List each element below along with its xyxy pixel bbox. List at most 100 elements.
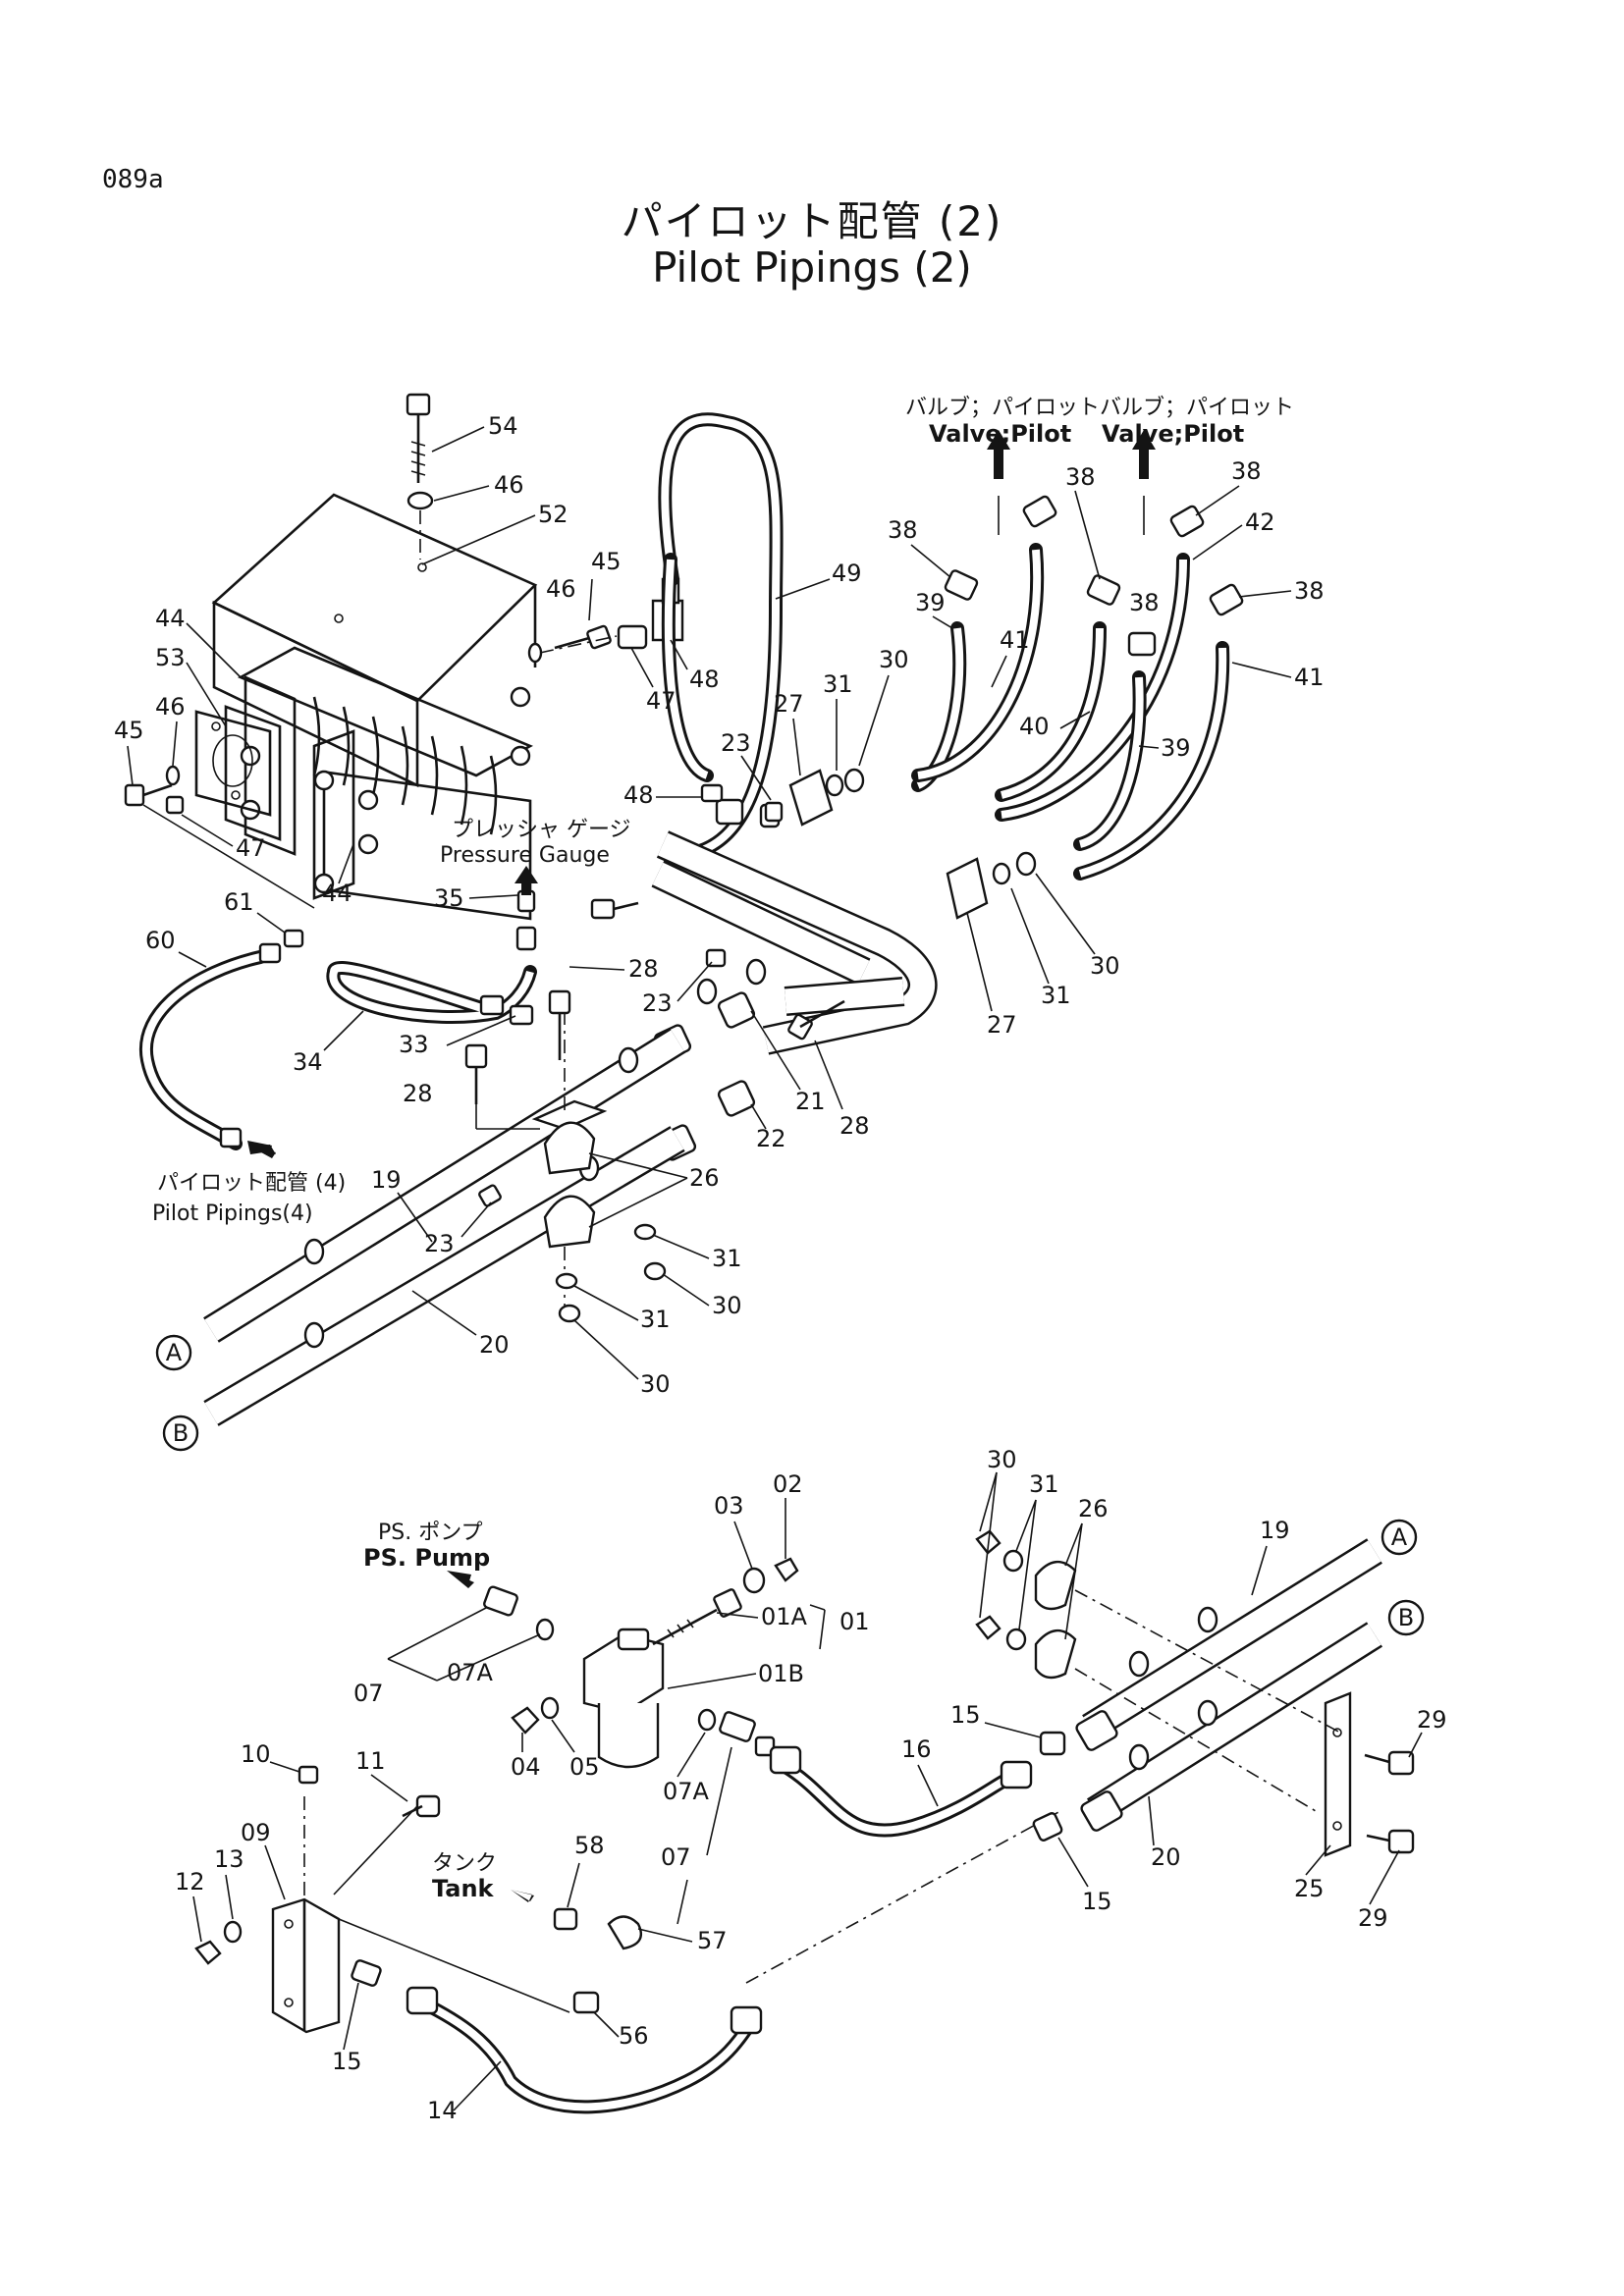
callout-label: 53 bbox=[155, 644, 186, 671]
bolt-45-right bbox=[527, 624, 612, 664]
callout-label: 38 bbox=[1065, 463, 1096, 491]
valve-pilot-en-label-1: Valve;Pilot bbox=[929, 420, 1071, 448]
bolt-45-left bbox=[124, 765, 315, 909]
pilot-hose-60 bbox=[138, 929, 304, 1158]
callout-label: 03 bbox=[714, 1492, 744, 1520]
callout-label: 41 bbox=[1294, 664, 1325, 691]
plate-53 bbox=[194, 710, 272, 817]
lower-assembly-center-lines bbox=[745, 1589, 1341, 1984]
callout-label: 07 bbox=[661, 1843, 691, 1871]
bolts-29 bbox=[1364, 1750, 1415, 1854]
callout-label: 23 bbox=[424, 1230, 455, 1257]
callout-label: 07A bbox=[663, 1778, 710, 1805]
pipe-stubs-lower bbox=[1128, 1606, 1218, 1771]
callout-label: 49 bbox=[832, 560, 862, 587]
callout-label: 12 bbox=[175, 1868, 205, 1896]
valve-block-44 bbox=[224, 646, 534, 921]
callout-label: 30 bbox=[640, 1370, 671, 1398]
circle-marker-b-lower: B bbox=[1387, 1599, 1425, 1636]
callout-label: 15 bbox=[332, 2048, 362, 2075]
hose-49 bbox=[658, 412, 784, 861]
callout-label: 04 bbox=[511, 1753, 541, 1781]
callout-label: 38 bbox=[888, 516, 918, 544]
callout-label: 57 bbox=[697, 1927, 728, 1954]
callout-label: 30 bbox=[712, 1292, 742, 1319]
callout-label: 27 bbox=[987, 1011, 1017, 1039]
callout-label: 02 bbox=[773, 1470, 803, 1498]
pressure-gauge-jp-label: プレッシャ ゲージ bbox=[452, 818, 631, 842]
callout-label: 22 bbox=[756, 1125, 786, 1152]
callout-label: 30 bbox=[987, 1446, 1017, 1473]
callout-label: 58 bbox=[574, 1832, 605, 1859]
pressure-gauge-en-label: Pressure Gauge bbox=[440, 843, 610, 868]
callout-label: 47 bbox=[236, 834, 266, 862]
callout-label: 29 bbox=[1358, 1904, 1388, 1932]
callout-label: 09 bbox=[241, 1819, 271, 1846]
callout-label: 31 bbox=[1041, 982, 1071, 1009]
circle-label-a-upper: A bbox=[166, 1339, 183, 1366]
valve-pilot-en-label-2: Valve;Pilot bbox=[1102, 420, 1244, 448]
callout-label: 33 bbox=[399, 1031, 429, 1058]
callout-label: 42 bbox=[1245, 508, 1275, 536]
page-title-english: Pilot Pipings (2) bbox=[652, 243, 972, 292]
callout-label: 07 bbox=[353, 1680, 384, 1707]
callout-label: 38 bbox=[1294, 577, 1325, 605]
callout-label: 23 bbox=[642, 989, 673, 1017]
callout-label: 19 bbox=[1260, 1517, 1290, 1544]
bracket-25 bbox=[1324, 1691, 1352, 1857]
callout-label: 07A bbox=[447, 1659, 494, 1686]
callout-label: 48 bbox=[623, 781, 654, 809]
callout-label: 29 bbox=[1417, 1706, 1447, 1734]
callout-label: 05 bbox=[569, 1753, 600, 1781]
pipe-20-upper bbox=[203, 1126, 685, 1426]
callout-labels: 54 46 52 45 46 44 53 46 45 47 44 47 48 4… bbox=[114, 412, 1447, 2124]
callout-label: 20 bbox=[479, 1331, 510, 1359]
valve-pilot-jp-label-1: バルブ；パイロット bbox=[905, 396, 1100, 420]
block-09 bbox=[194, 1765, 570, 2034]
callout-label: 61 bbox=[224, 888, 254, 916]
pipe-19-upper bbox=[203, 1028, 685, 1343]
callout-label: 31 bbox=[1029, 1470, 1059, 1498]
pilot-pipings4-en-label: Pilot Pipings(4) bbox=[152, 1201, 313, 1226]
callout-label: 15 bbox=[950, 1701, 981, 1729]
pipe-19-lower bbox=[1075, 1538, 1382, 1751]
circle-marker-a-lower: A bbox=[1380, 1519, 1418, 1556]
callout-label: 31 bbox=[823, 670, 853, 698]
connector-07-filter bbox=[697, 1708, 776, 1757]
circle-label-b-lower: B bbox=[1398, 1604, 1414, 1631]
bolts-23 bbox=[478, 801, 784, 1207]
callout-label: 45 bbox=[114, 717, 144, 744]
pilot-pipings4-jp-label: パイロット配管 (4) bbox=[157, 1171, 346, 1196]
callout-label: 23 bbox=[721, 729, 751, 757]
nut-washer-04-05 bbox=[511, 1696, 560, 1735]
callout-label: 46 bbox=[546, 575, 576, 603]
hose-14 bbox=[406, 1986, 763, 2114]
elbow-48-lower bbox=[700, 783, 744, 826]
circle-label-b-upper: B bbox=[173, 1419, 189, 1447]
callout-label: 01B bbox=[758, 1660, 804, 1687]
callout-label: 46 bbox=[155, 693, 186, 721]
callout-label: 15 bbox=[1082, 1888, 1112, 1915]
page-code: 089a bbox=[102, 165, 164, 194]
pipe-20-lower bbox=[1080, 1622, 1383, 1832]
line-filter-01 bbox=[582, 1628, 665, 1769]
callout-label: 34 bbox=[293, 1048, 323, 1076]
fittings-56-57-58 bbox=[511, 1890, 643, 2014]
elbow-fittings-38 bbox=[944, 495, 1244, 657]
pilot-hoses-39-40-41 bbox=[911, 543, 1230, 881]
callout-label: 54 bbox=[488, 412, 518, 440]
callout-label: 39 bbox=[915, 589, 946, 616]
callout-label: 16 bbox=[901, 1735, 932, 1763]
callout-label: 44 bbox=[155, 605, 186, 632]
callout-label: 44 bbox=[322, 880, 352, 907]
arrow-to-pilot-valve bbox=[987, 430, 1156, 479]
callout-bracket-07 bbox=[387, 1607, 688, 1925]
callout-label: 60 bbox=[145, 927, 176, 954]
stud-01a bbox=[652, 1557, 799, 1646]
callout-label: 20 bbox=[1151, 1843, 1181, 1871]
hose-16 bbox=[769, 1731, 1066, 1838]
valve-cover-52 bbox=[211, 493, 538, 788]
tank-jp-label: タンク bbox=[432, 1851, 497, 1876]
pilot-manifold-tubes bbox=[651, 830, 938, 1055]
